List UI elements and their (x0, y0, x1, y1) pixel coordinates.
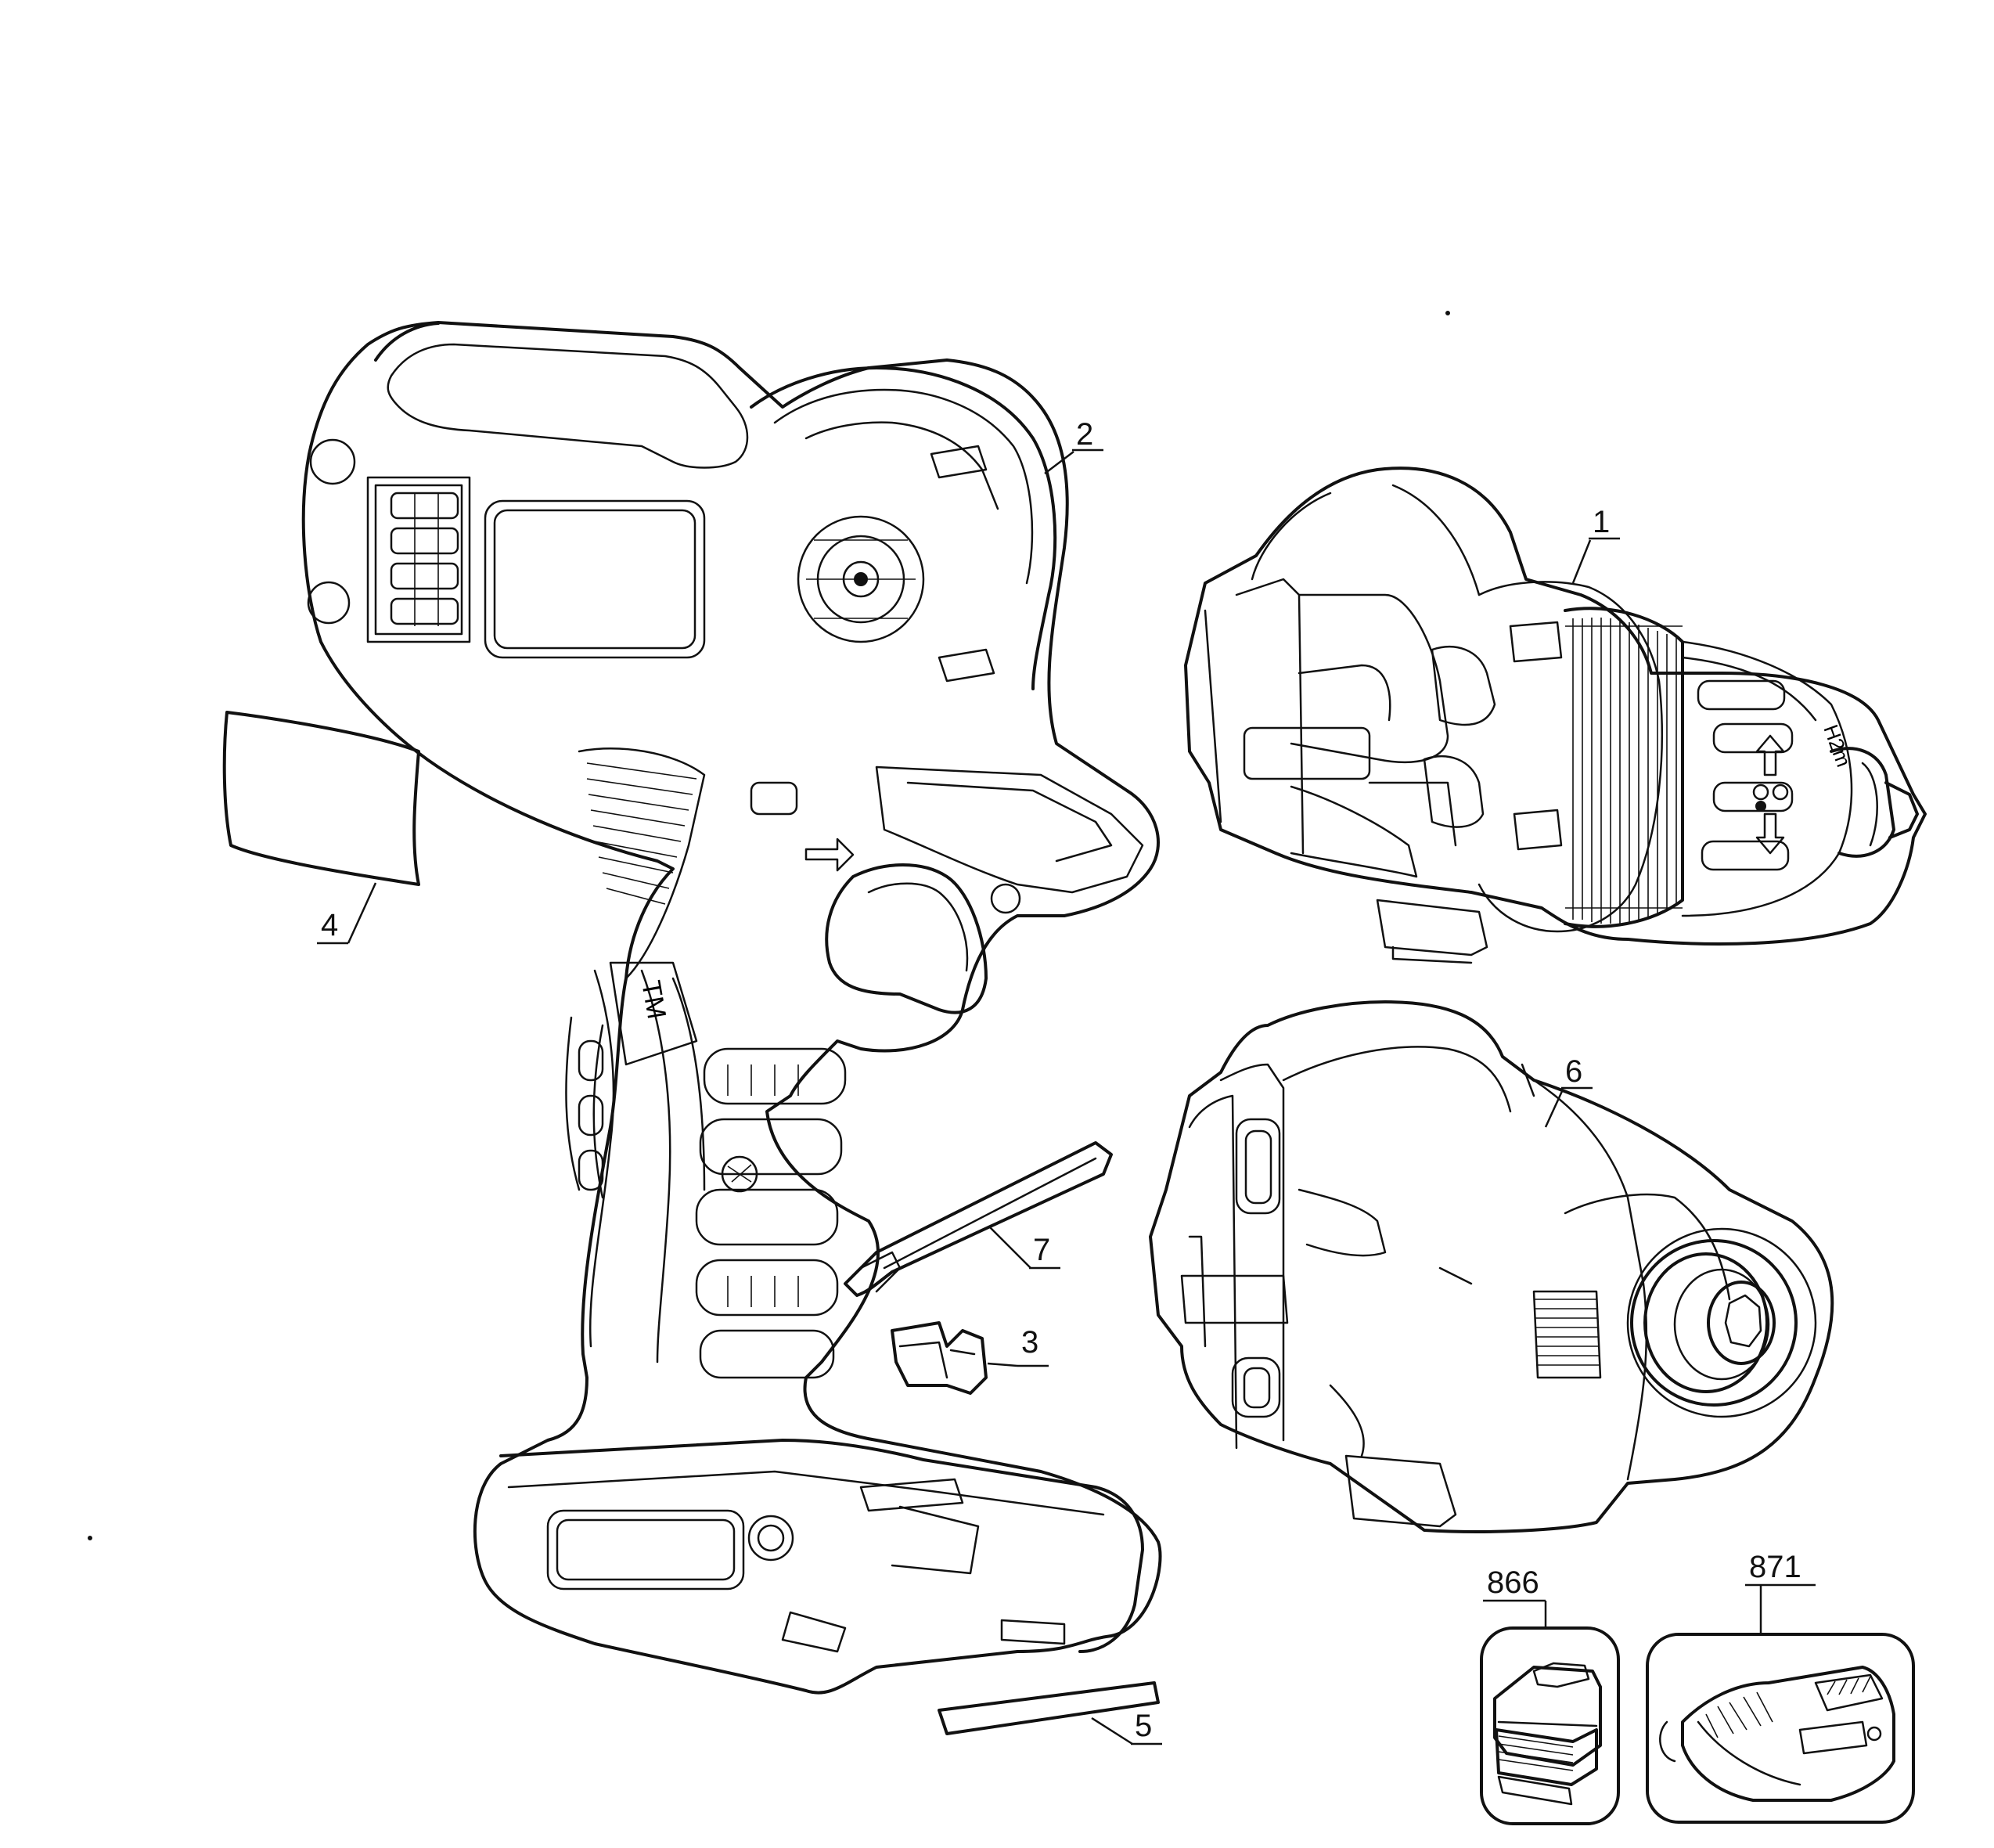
svg-text:7: 7 (1033, 1233, 1050, 1267)
svg-text:2: 2 (1076, 417, 1093, 452)
callout-2: 2 (1044, 417, 1103, 474)
part-3-bit-clip[interactable] (891, 1321, 988, 1395)
svg-text:871: 871 (1749, 1550, 1801, 1584)
svg-text:TM: TM (635, 978, 671, 1021)
chuck-knurl (1564, 607, 1684, 928)
part-4-label[interactable] (222, 711, 420, 886)
callout-7: 7 (989, 1227, 1060, 1270)
hex-socket (1643, 1252, 1776, 1393)
svg-text:5: 5 (1135, 1709, 1152, 1743)
trigger (825, 863, 988, 1014)
part-1-drill-chuck-attachment[interactable]: H2m (1184, 467, 1927, 964)
part-866-battery[interactable] (1480, 1626, 1620, 1825)
svg-text:1: 1 (1593, 505, 1610, 539)
svg-text:4: 4 (321, 908, 338, 942)
part-7-screwdriver-bit[interactable] (844, 1141, 1113, 1297)
drill-body-housing[interactable]: TM (301, 321, 1162, 1695)
callout-1: 1 (1571, 505, 1620, 584)
motor-coupling (797, 445, 995, 683)
impact-knurl (1532, 1290, 1602, 1379)
callout-866: 866 (1483, 1565, 1547, 1628)
svg-text:866: 866 (1487, 1565, 1539, 1600)
callout-5: 5 (1091, 1709, 1162, 1745)
handle-ribs (695, 1047, 847, 1379)
part-6-impact-driver-attachment[interactable] (1149, 1000, 1834, 1533)
svg-text:H2m: H2m (1819, 722, 1855, 770)
air-vents (366, 476, 471, 643)
callout-6: 6 (1544, 1054, 1593, 1128)
battery-foot (499, 1439, 1144, 1653)
callout-3: 3 (987, 1325, 1049, 1367)
grip-texture (578, 747, 706, 980)
part-871-charger[interactable] (1646, 1633, 1915, 1824)
svg-text:3: 3 (1021, 1325, 1038, 1360)
callout-871: 871 (1745, 1550, 1816, 1634)
label-window (484, 499, 706, 659)
svg-text:6: 6 (1565, 1054, 1582, 1089)
part-5-label[interactable] (938, 1681, 1160, 1735)
callout-4: 4 (317, 882, 377, 945)
